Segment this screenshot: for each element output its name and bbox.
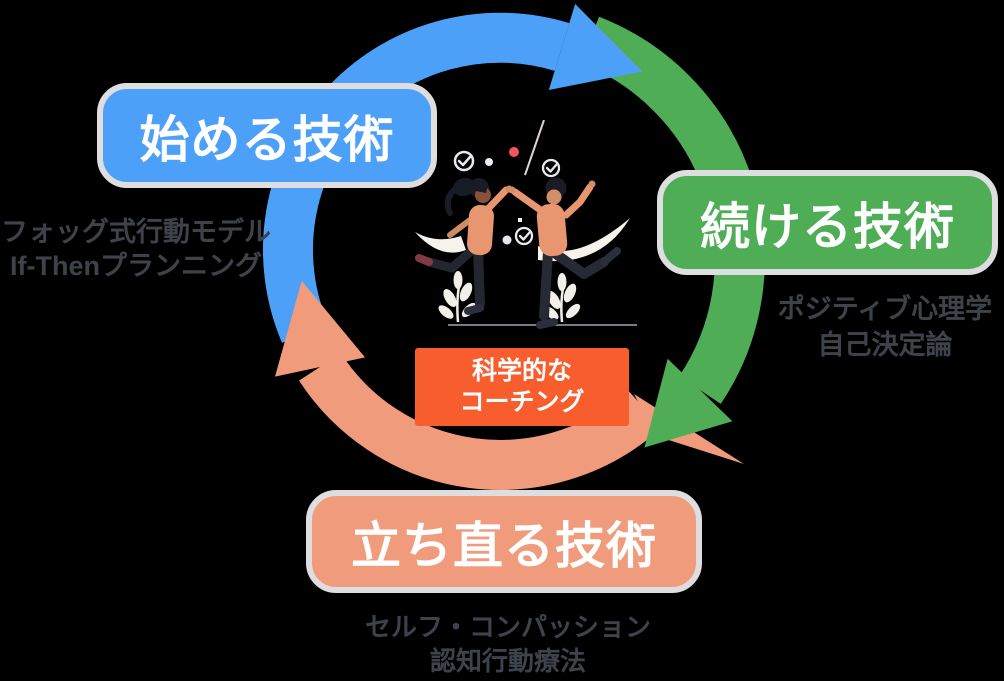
check-circle-icon	[514, 226, 534, 246]
person-left	[415, 177, 513, 315]
method-item: セルフ・コンパッション	[364, 612, 651, 642]
two-people-high-five-illustration	[415, 120, 637, 329]
stage-methods-start: フォッグ式行動モデル If-Thenプランニング	[0, 215, 274, 283]
plant-right	[543, 273, 581, 323]
check-circle-icon	[453, 150, 475, 172]
method-item: If-Thenプランニング	[10, 251, 262, 281]
stage-box-start: 始める技術	[97, 83, 437, 188]
center-badge-line2: コーチング	[459, 388, 585, 416]
person-right	[508, 177, 621, 329]
confetti-dot-icon	[485, 158, 493, 166]
method-item: 自己決定論	[817, 330, 953, 360]
sash-left	[415, 232, 466, 253]
method-item: 認知行動療法	[429, 646, 586, 676]
stage-box-recover: 立ち直る技術	[306, 490, 702, 593]
confetti-streamer	[524, 120, 545, 176]
confetti-decoration	[453, 120, 561, 246]
center-badge: 科学的な コーチング	[415, 348, 629, 426]
plant-left	[438, 271, 477, 323]
check-circle-icon	[541, 158, 561, 178]
arrowhead-start-icon	[548, 3, 643, 91]
stage-methods-recover: セルフ・コンパッション 認知行動療法	[358, 610, 658, 678]
method-item: フォッグ式行動モデル	[1, 217, 271, 247]
stage-methods-continue: ポジティブ心理学 自己決定論	[738, 291, 1004, 363]
stage-label-recover: 立ち直る技術	[351, 517, 657, 574]
center-badge-line1: 科学的な	[471, 357, 572, 385]
stage-label-continue: 続ける技術	[700, 198, 955, 255]
arrowhead-continue-icon	[644, 358, 733, 448]
confetti-dot-icon	[509, 147, 519, 157]
arrowhead-recover-icon	[275, 280, 365, 377]
method-item: ポジティブ心理学	[777, 294, 993, 324]
stage-box-continue: 続ける技術	[657, 170, 998, 275]
confetti-dot-icon	[502, 235, 512, 245]
stage-label-start: 始める技術	[139, 111, 395, 168]
confetti-dot-icon	[518, 218, 522, 222]
